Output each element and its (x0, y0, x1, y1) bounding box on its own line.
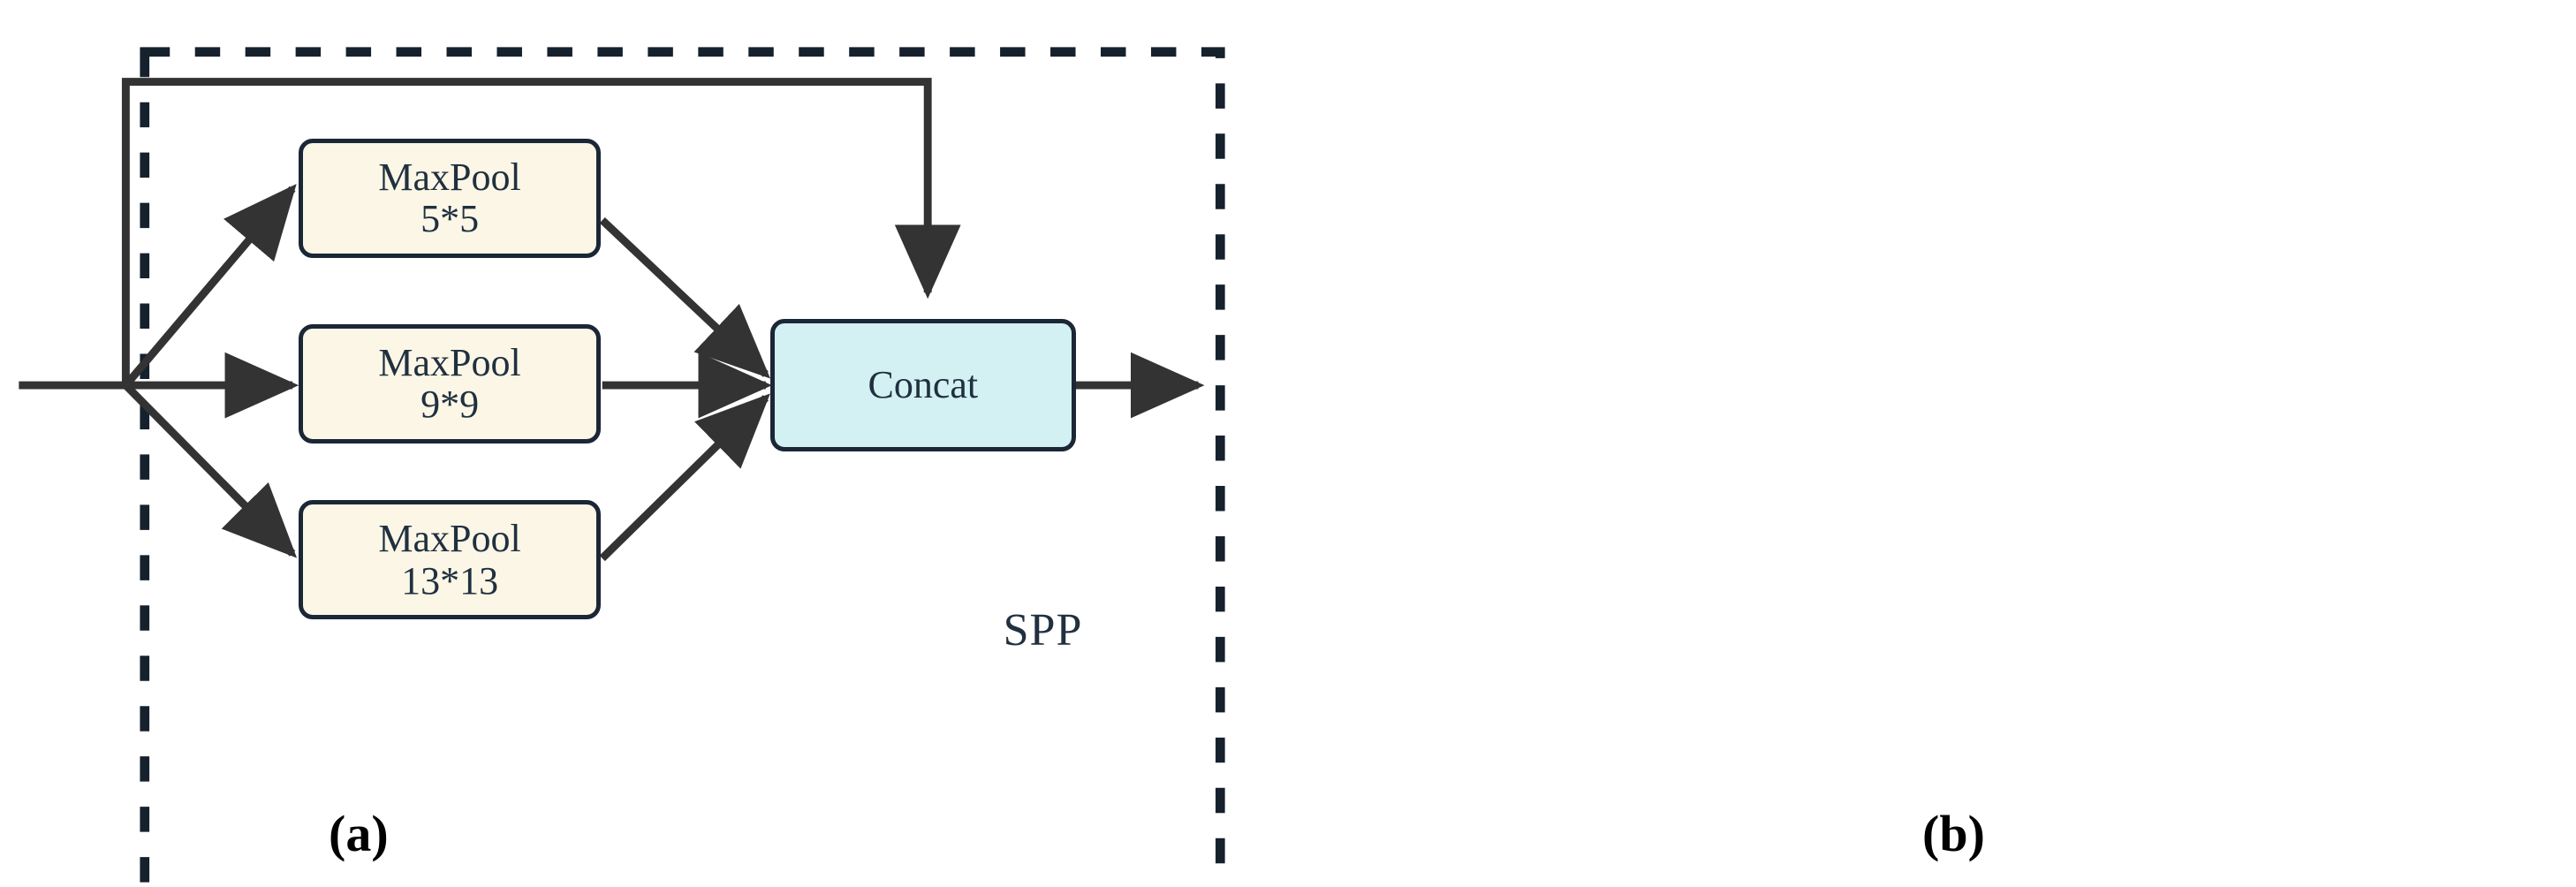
node-line-1: MaxPool (378, 340, 521, 384)
node-line-1: Concat (868, 363, 979, 407)
spp-maxpool-13x13-to-concat (599, 393, 770, 562)
spp-dashed-container (140, 47, 1225, 887)
spp-skip-connection (121, 78, 961, 386)
node-line-2: 13*13 (401, 558, 499, 603)
spp-panel-tag: SPP (1003, 604, 1083, 656)
node-line-2: 5*5 (420, 197, 480, 241)
spp-concat-node[interactable]: Concat (770, 319, 1076, 451)
spp-branch-to-maxpool-13x13 (123, 382, 298, 558)
spp-maxpool-5x5-node[interactable]: MaxPool 5*5 (299, 138, 601, 258)
node-line-2: 9*9 (420, 383, 480, 427)
sppf-panel-caption: (b) (1922, 805, 1985, 862)
spp-maxpool-5x5-to-concat (599, 216, 771, 379)
spp-panel-caption: (a) (329, 805, 389, 862)
spp-maxpool-9x9-node[interactable]: MaxPool 9*9 (299, 323, 601, 444)
spp-geometry-group (19, 47, 1225, 887)
node-line-1: MaxPool (378, 517, 521, 561)
spp-maxpool-13x13-node[interactable]: MaxPool 13*13 (299, 500, 601, 620)
node-line-1: MaxPool (378, 155, 521, 199)
spp-branch-to-maxpool-5x5 (123, 184, 297, 388)
